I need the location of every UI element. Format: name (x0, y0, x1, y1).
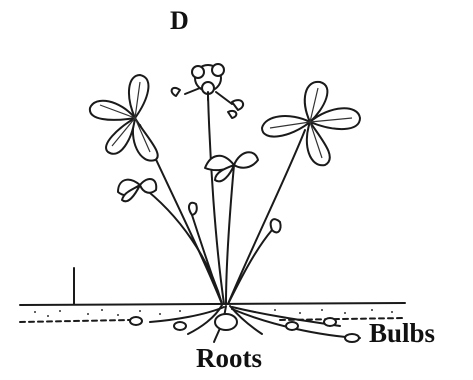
leaf-small-left (118, 179, 156, 201)
leaf-middle (205, 152, 258, 181)
roots-and-bulbs (130, 305, 360, 342)
bulbs-label: Bulbs (369, 318, 435, 349)
roots-label: Roots (196, 343, 262, 374)
leaf-left (90, 75, 158, 161)
flower-cluster (172, 64, 243, 118)
central-bulb (215, 314, 237, 330)
leaf-right (262, 82, 360, 165)
